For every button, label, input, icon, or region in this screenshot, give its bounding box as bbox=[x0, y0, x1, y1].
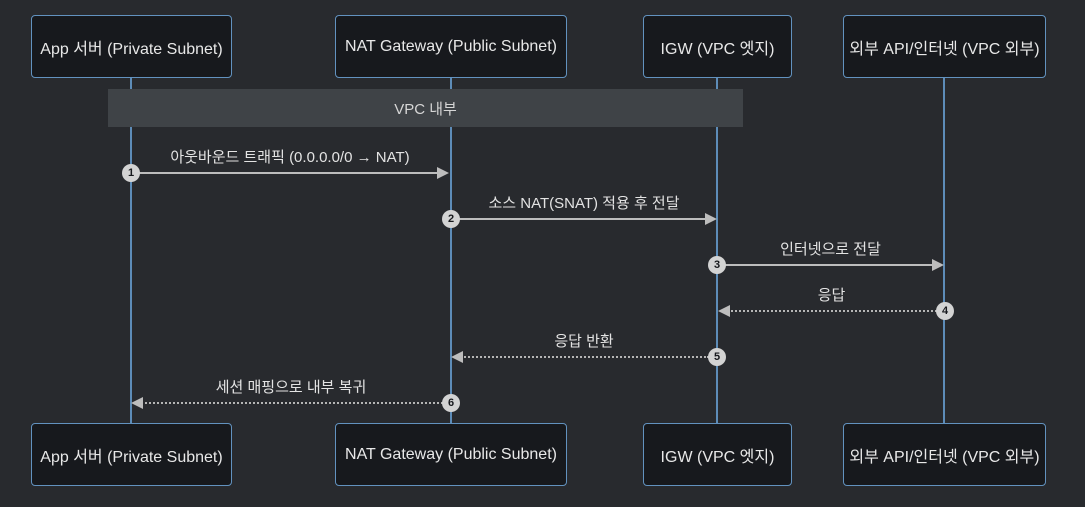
actor-label: 외부 API/인터넷 (VPC 외부) bbox=[849, 448, 1040, 466]
actor-bottom-external-api: 외부 API/인터넷 (VPC 외부) bbox=[843, 423, 1046, 486]
message-2-snat-forward: 소스 NAT(SNAT) 적용 후 전달 2 bbox=[442, 195, 717, 228]
message-label: 응답 bbox=[817, 287, 846, 304]
message-number-badge: 4 bbox=[936, 302, 954, 320]
message-label: 인터넷으로 전달 bbox=[780, 241, 881, 258]
message-arrow-line bbox=[728, 310, 937, 312]
message-number-badge: 5 bbox=[708, 348, 726, 366]
actor-label: App 서버 (Private Subnet) bbox=[40, 448, 223, 466]
vpc-internal-band: VPC 내부 bbox=[108, 89, 743, 127]
message-arrow-line bbox=[459, 218, 707, 220]
actor-top-app-server: App 서버 (Private Subnet) bbox=[31, 15, 232, 78]
message-5-response-return: 응답 반환 5 bbox=[451, 333, 726, 366]
actor-label: NAT Gateway (Public Subnet) bbox=[345, 37, 557, 55]
actor-label: NAT Gateway (Public Subnet) bbox=[345, 445, 557, 463]
lifeline-igw bbox=[716, 78, 718, 423]
message-label: 아웃바운드 트래픽 (0.0.0.0/0 → NAT) bbox=[170, 149, 410, 166]
actor-label: 외부 API/인터넷 (VPC 외부) bbox=[849, 40, 1040, 58]
message-number-badge: 2 bbox=[442, 210, 460, 228]
actor-bottom-igw: IGW (VPC 엣지) bbox=[643, 423, 792, 486]
arrowhead-right-icon bbox=[437, 167, 449, 179]
vpc-internal-band-label: VPC 내부 bbox=[394, 100, 457, 118]
message-arrow-line bbox=[461, 356, 709, 358]
message-label: 소스 NAT(SNAT) 적용 후 전달 bbox=[488, 195, 680, 212]
message-1-outbound-traffic: 아웃바운드 트래픽 (0.0.0.0/0 → NAT) 1 bbox=[122, 149, 449, 182]
arrowhead-left-icon bbox=[451, 351, 463, 363]
actor-top-igw: IGW (VPC 엣지) bbox=[643, 15, 792, 78]
lifeline-nat-gateway bbox=[450, 78, 452, 423]
arrowhead-right-icon bbox=[705, 213, 717, 225]
message-number-badge: 6 bbox=[442, 394, 460, 412]
message-arrow-line bbox=[725, 264, 934, 266]
message-number-badge: 1 bbox=[122, 164, 140, 182]
arrowhead-left-icon bbox=[131, 397, 143, 409]
actor-top-external-api: 외부 API/인터넷 (VPC 외부) bbox=[843, 15, 1046, 78]
actor-label: IGW (VPC 엣지) bbox=[660, 40, 775, 58]
message-4-response: 응답 4 bbox=[718, 287, 954, 320]
arrowhead-right-icon bbox=[932, 259, 944, 271]
message-3-to-internet: 인터넷으로 전달 3 bbox=[708, 241, 944, 274]
actor-bottom-nat-gateway: NAT Gateway (Public Subnet) bbox=[335, 423, 567, 486]
message-arrow-line bbox=[139, 172, 439, 174]
lifeline-app bbox=[130, 78, 132, 423]
message-arrow-line bbox=[141, 402, 443, 404]
lifeline-external bbox=[943, 78, 945, 423]
arrowhead-left-icon bbox=[718, 305, 730, 317]
actor-bottom-app-server: App 서버 (Private Subnet) bbox=[31, 423, 232, 486]
actor-label: IGW (VPC 엣지) bbox=[660, 448, 775, 466]
message-6-session-mapping-return: 세션 매핑으로 내부 복귀 6 bbox=[131, 379, 460, 412]
actor-top-nat-gateway: NAT Gateway (Public Subnet) bbox=[335, 15, 567, 78]
message-label: 세션 매핑으로 내부 복귀 bbox=[215, 379, 367, 396]
actor-label: App 서버 (Private Subnet) bbox=[40, 40, 223, 58]
message-number-badge: 3 bbox=[708, 256, 726, 274]
message-label: 응답 반환 bbox=[554, 333, 614, 350]
